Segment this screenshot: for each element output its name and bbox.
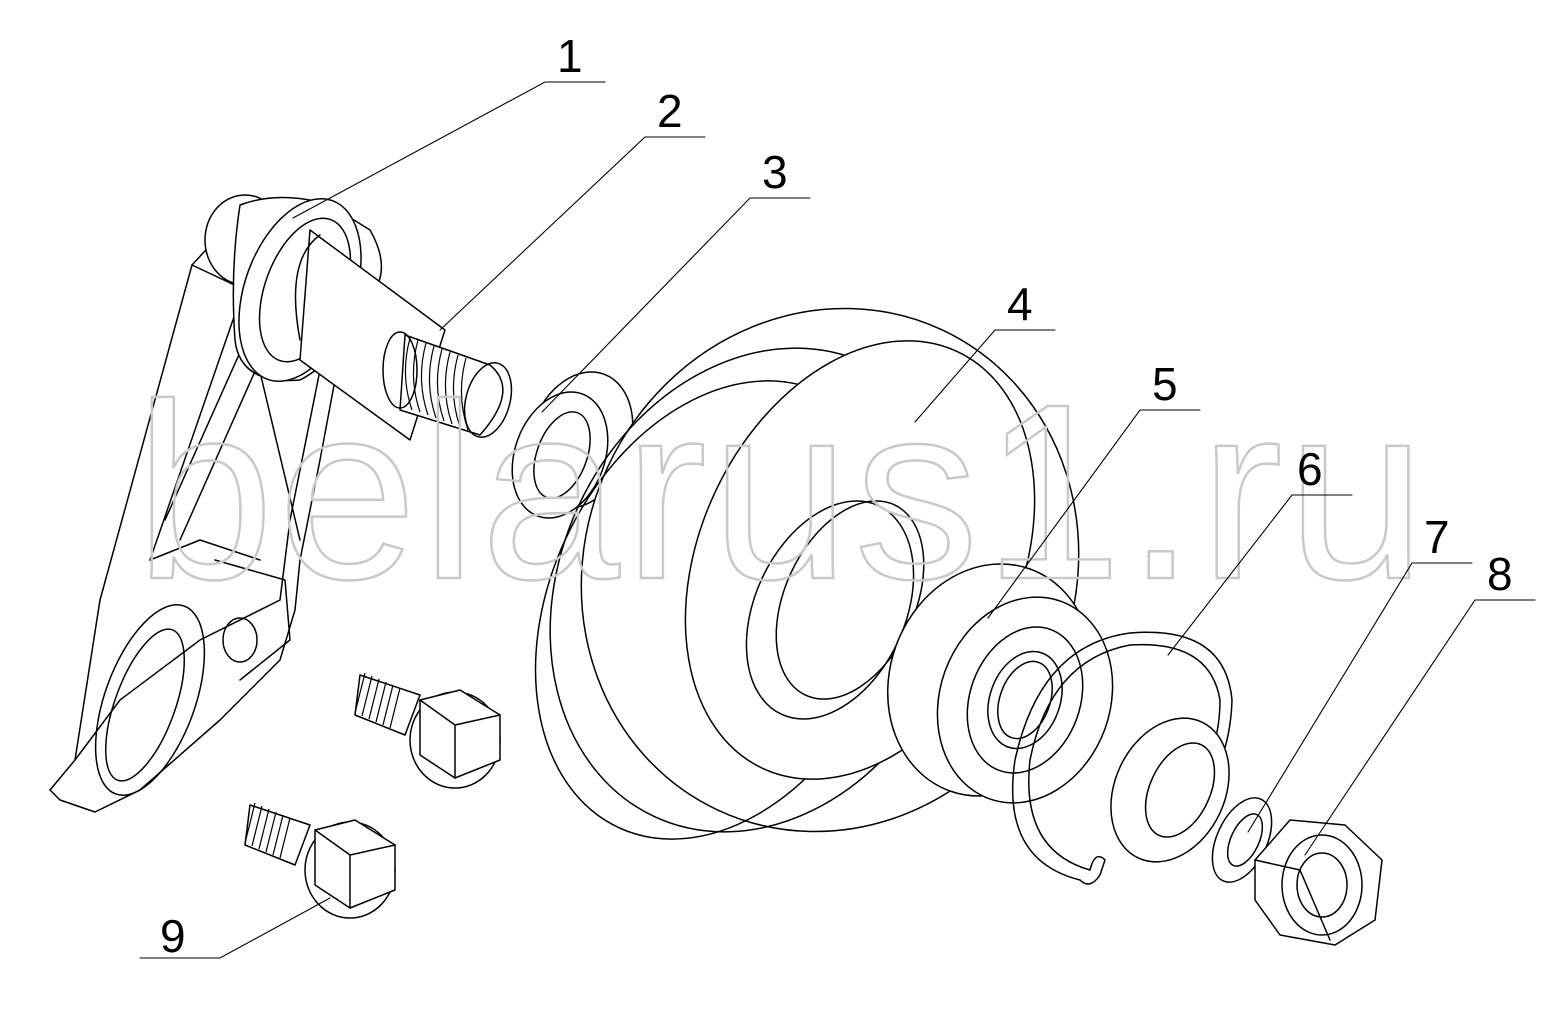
retaining-ring bbox=[1011, 631, 1233, 885]
ball-bearing bbox=[886, 563, 1114, 804]
callout-7: 7 bbox=[1424, 511, 1450, 563]
watermark-text: belarus1.ru bbox=[135, 352, 1430, 631]
callout-labels: 1 2 3 4 5 6 7 8 9 bbox=[160, 30, 1513, 962]
callout-9: 9 bbox=[160, 910, 186, 962]
callout-6: 6 bbox=[1297, 443, 1323, 495]
leader-lines bbox=[139, 81, 1536, 959]
flange-bolt-lower bbox=[244, 802, 396, 919]
washer bbox=[1110, 717, 1273, 883]
callout-4: 4 bbox=[1007, 278, 1033, 330]
callout-3: 3 bbox=[762, 146, 788, 198]
hex-nut bbox=[1254, 819, 1383, 946]
callout-5: 5 bbox=[1152, 358, 1178, 410]
callout-1: 1 bbox=[557, 30, 583, 82]
callout-2: 2 bbox=[657, 85, 683, 137]
callout-8: 8 bbox=[1487, 548, 1513, 600]
threaded-stud-end bbox=[382, 331, 513, 438]
flange-bolt-upper bbox=[354, 672, 501, 789]
